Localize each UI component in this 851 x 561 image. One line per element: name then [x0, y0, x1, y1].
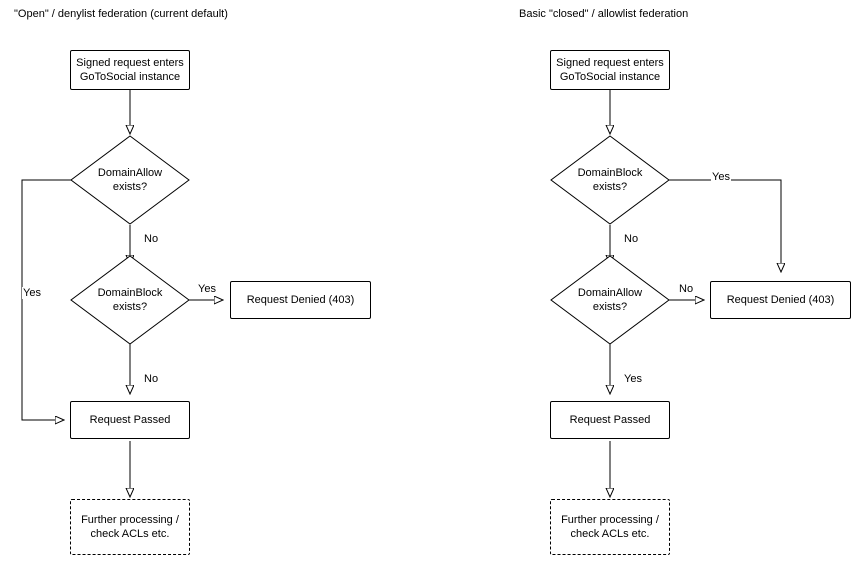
right-request-denied-node: Request Denied (403) — [710, 281, 851, 319]
right-edge-label-second-no: No — [678, 283, 695, 295]
left-edge-label-second-yes: Yes — [197, 283, 217, 295]
right-edge-label-first-no: No — [623, 233, 640, 245]
right-further-processing-node: Further processing / check ACLs etc. — [550, 499, 670, 555]
right-domainallow-decision: DomainAllow exists? — [550, 255, 670, 345]
left-domainblock-label: DomainBlock exists? — [97, 287, 163, 313]
right-edge-label-first-yes: Yes — [711, 171, 731, 183]
left-domainallow-label: DomainAllow exists? — [97, 167, 163, 193]
right-request-passed-node: Request Passed — [550, 401, 670, 439]
right-domainallow-label: DomainAllow exists? — [577, 287, 643, 313]
left-request-passed-node: Request Passed — [70, 401, 190, 439]
left-domainallow-decision: DomainAllow exists? — [70, 135, 190, 225]
panel-title-closed: Basic "closed" / allowlist federation — [519, 8, 689, 20]
right-edge-label-second-yes: Yes — [623, 373, 643, 385]
left-edge-label-first-yes: Yes — [22, 287, 42, 299]
left-edge-label-second-no: No — [143, 373, 160, 385]
left-entry-node: Signed request enters GoToSocial instanc… — [70, 50, 190, 90]
right-domainblock-label: DomainBlock exists? — [577, 167, 643, 193]
right-domainblock-decision: DomainBlock exists? — [550, 135, 670, 225]
right-entry-node: Signed request enters GoToSocial instanc… — [550, 50, 670, 90]
left-edge-label-first-no: No — [143, 233, 160, 245]
left-further-processing-node: Further processing / check ACLs etc. — [70, 499, 190, 555]
left-request-denied-node: Request Denied (403) — [230, 281, 371, 319]
left-domainblock-decision: DomainBlock exists? — [70, 255, 190, 345]
panel-title-open: "Open" / denylist federation (current de… — [14, 8, 228, 20]
